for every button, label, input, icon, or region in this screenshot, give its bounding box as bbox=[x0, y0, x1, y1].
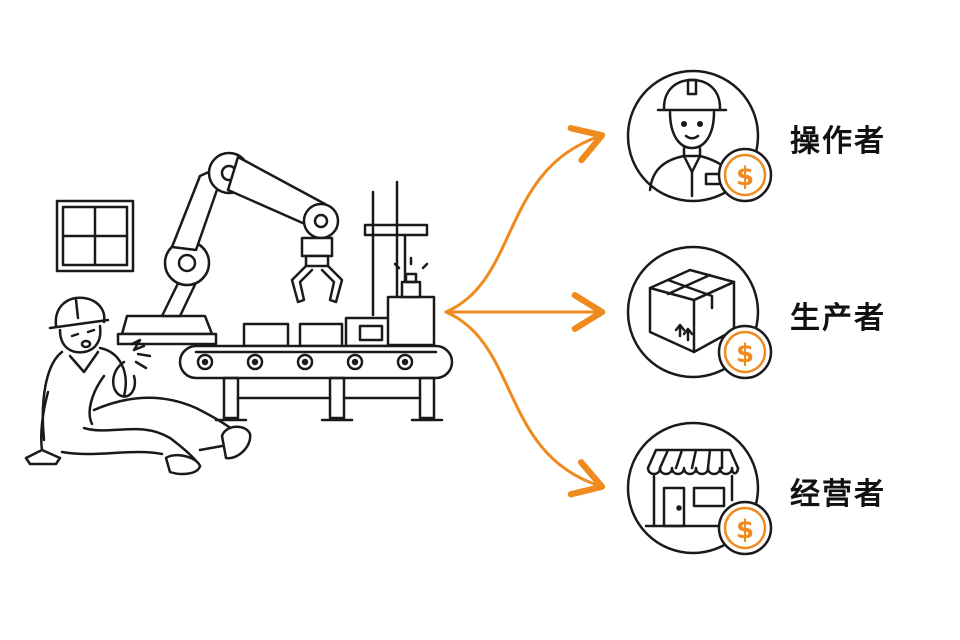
seller-label: 经营者 bbox=[790, 477, 886, 512]
seller-node bbox=[626, 421, 773, 556]
box-icon bbox=[648, 268, 736, 354]
dollar-badge-icon bbox=[717, 147, 773, 203]
operator-badge-symbol: $ bbox=[736, 162, 754, 192]
dollar-badge-icon bbox=[717, 500, 773, 556]
conveyor-boxes bbox=[242, 316, 394, 348]
warning-light-icon bbox=[386, 256, 436, 347]
operator-label: 操作者 bbox=[790, 124, 886, 159]
producer-label: 生产者 bbox=[790, 301, 886, 336]
dollar-badge-icon bbox=[717, 324, 773, 380]
arrows bbox=[444, 125, 606, 498]
operator-node bbox=[626, 69, 773, 203]
arrow-to-operator bbox=[444, 125, 606, 314]
arrow-to-seller bbox=[444, 310, 606, 498]
conveyor-belt-icon bbox=[178, 344, 454, 422]
producer-node bbox=[626, 245, 773, 380]
storefront-icon bbox=[644, 448, 740, 528]
robot-arm-icon bbox=[116, 151, 344, 346]
injured-worker-icon bbox=[24, 296, 252, 476]
factory-window-icon bbox=[55, 199, 135, 273]
seller-badge-symbol: $ bbox=[736, 515, 754, 545]
producer-badge-symbol: $ bbox=[736, 339, 754, 369]
